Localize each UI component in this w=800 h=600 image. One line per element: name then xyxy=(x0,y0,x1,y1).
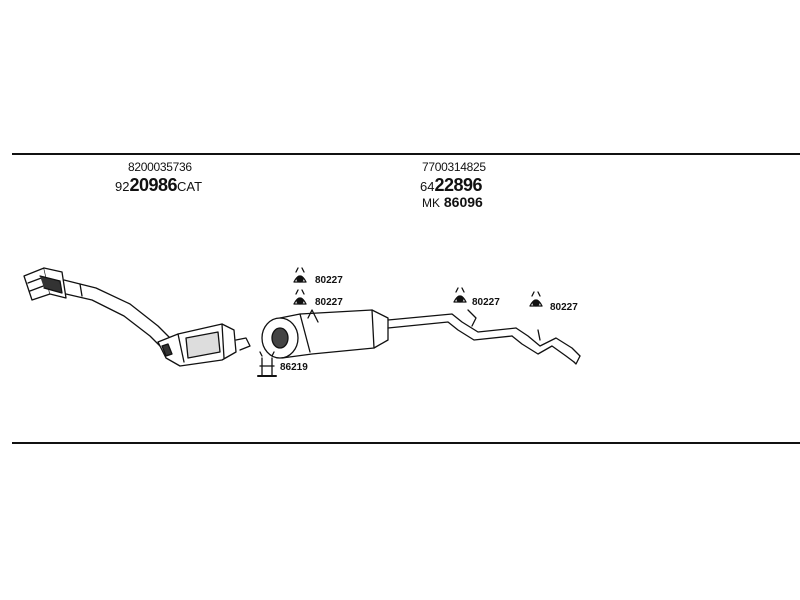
oe-number-catalyst: 8200035736 xyxy=(128,160,192,174)
manifold-flange xyxy=(23,267,67,301)
front-pipe xyxy=(63,279,173,351)
clamp-label: 86219 xyxy=(280,362,308,373)
hanger-label-3: 80227 xyxy=(472,297,500,308)
hanger-label-1: 80227 xyxy=(315,275,343,286)
hanger-icon-2 xyxy=(293,289,307,305)
top-rule xyxy=(12,153,800,155)
hanger-label-2: 80227 xyxy=(315,297,343,308)
mk-prefix: MK xyxy=(422,196,440,210)
mk-kit-number: MK 86096 xyxy=(422,194,483,210)
oe-number-muffler: 7700314825 xyxy=(422,160,486,174)
part-number-muffler: 6422896 xyxy=(420,175,483,196)
clamp-icon xyxy=(257,351,277,377)
hanger-label-4: 80227 xyxy=(550,302,578,313)
part-suffix: CAT xyxy=(177,179,203,194)
part-main: 20986 xyxy=(129,175,178,195)
catalytic-converter xyxy=(157,323,251,367)
part-number-catalyst: 9220986CAT xyxy=(115,175,202,196)
part-prefix: 92 xyxy=(115,179,130,194)
front-muffler xyxy=(261,309,389,359)
part-prefix: 64 xyxy=(420,179,435,194)
hanger-icon-3 xyxy=(453,287,467,303)
hanger-icon-1 xyxy=(293,267,307,283)
mk-number: 86096 xyxy=(443,194,483,210)
hanger-icon-4 xyxy=(529,291,543,307)
mid-pipe xyxy=(387,309,517,341)
tail-pipe xyxy=(511,327,581,365)
part-main: 22896 xyxy=(434,175,483,195)
bottom-rule xyxy=(12,442,800,444)
